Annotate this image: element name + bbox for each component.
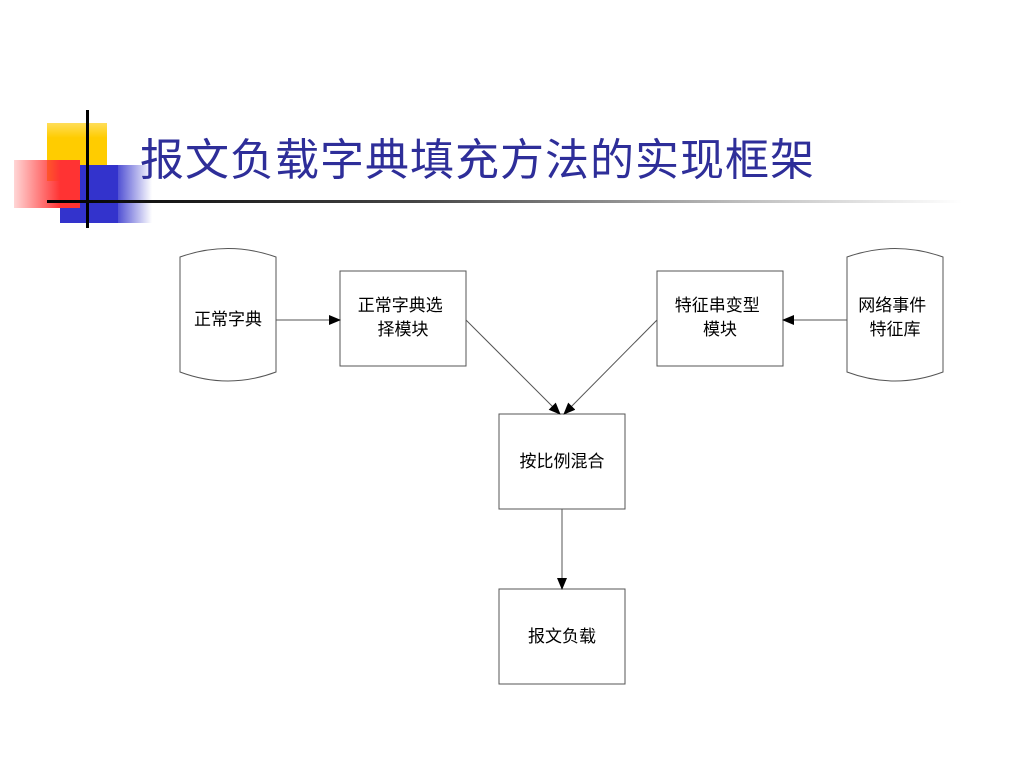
node-label-dictionary-select-module: 正常字典选 择模块 [358,296,448,340]
node-label-line: 正常字典选 [358,296,443,316]
box-proportional-mix: 按比例混合 [498,413,626,510]
decor-yellow-highlight [47,123,107,138]
edge-select-module-to-mix [465,319,561,415]
box-packet-payload: 报文负载 [498,588,626,685]
node-label-packet-payload: 报文负载 [528,627,596,647]
node-label-line: 模块 [703,320,737,340]
node-label-line: 报文负载 [528,627,596,647]
node-label-line: 按比例混合 [520,452,605,472]
node-label-network-event-feature-db: 网络事件 特征库 [858,296,931,340]
node-label-normal-dictionary: 正常字典 [194,310,262,330]
cylinder-network-event-feature-db: 网络事件 特征库 [846,248,944,382]
title-underline [47,200,962,203]
node-label-line: 正常字典 [194,310,262,330]
slide-title: 报文负载字典填充方法的实现框架 [140,135,815,186]
node-label-line: 特征串变型 [675,296,760,316]
node-label-line: 网络事件 [858,296,926,316]
node-label-feature-mutation-module: 特征串变型 模块 [675,296,765,340]
node-label-line: 择模块 [378,320,429,340]
node-label-line: 特征库 [870,320,921,340]
cylinder-normal-dictionary: 正常字典 [179,248,277,382]
box-feature-mutation-module: 特征串变型 模块 [656,270,784,367]
decor-blue-fade [112,165,152,223]
box-dictionary-select-module: 正常字典选 择模块 [339,270,467,367]
decor-vertical-line [86,110,89,228]
edge-mutation-module-to-mix [563,319,658,415]
node-label-proportional-mix: 按比例混合 [520,452,605,472]
